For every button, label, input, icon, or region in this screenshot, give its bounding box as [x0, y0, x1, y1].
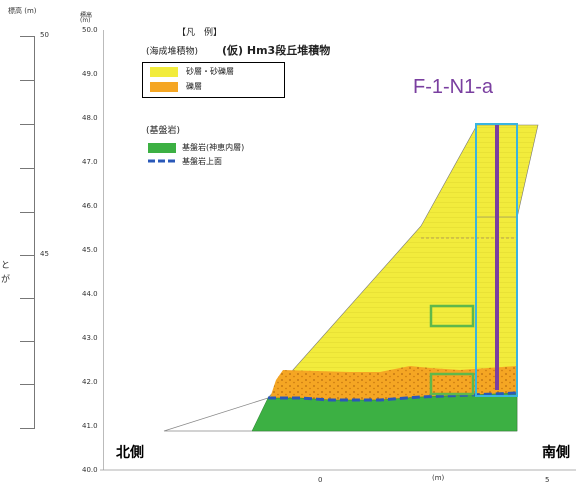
legend-sand-label: 砂層・砂礫層 [186, 67, 234, 76]
main-axis-tick: 44.0 [82, 290, 98, 298]
left-scale-axis [34, 36, 35, 428]
legend-marine-name: (仮) Hm3段丘堆積物 [222, 44, 331, 57]
legend-bedrock-line-label: 基盤岩上面 [182, 157, 222, 166]
legend-gravel-swatch [150, 82, 178, 92]
legend-gravel-label: 礫層 [186, 82, 202, 91]
left-scale-label-45: 45 [40, 250, 49, 258]
main-axis-tick: 45.0 [82, 246, 98, 254]
legend-bedrock-heading: (基盤岩) [146, 126, 181, 136]
main-axis-title-line2: (m) [80, 17, 91, 24]
main-axis-tick: 41.0 [82, 422, 98, 430]
bedrock-layer [251, 392, 518, 432]
legend-bedrock-swatch [148, 143, 176, 153]
legend-title: 【凡 例】 [177, 28, 223, 38]
x-axis-label-5: 5 [545, 476, 550, 484]
main-axis-tick: 50.0 [82, 26, 98, 34]
legend-bedrock-line-swatch [148, 159, 178, 163]
main-axis-tick: 47.0 [82, 158, 98, 166]
main-axis-tick: 49.0 [82, 70, 98, 78]
main-axis-tick: 43.0 [82, 334, 98, 342]
section-id: F-1-N1-a [413, 76, 494, 98]
main-axis-tick: 46.0 [82, 202, 98, 210]
side-text-1: と [1, 261, 11, 271]
side-text-2: が [1, 275, 11, 285]
sample-box-upper [429, 304, 475, 328]
main-axis-line [103, 30, 104, 470]
x-axis-label-0: 0 [318, 476, 323, 484]
legend-marine-heading: (海成堆積物) [146, 47, 199, 57]
north-label: 北側 [116, 445, 144, 461]
main-axis-tick: 40.0 [82, 466, 98, 474]
legend-box [142, 62, 285, 98]
bedrock-top-line [268, 391, 518, 402]
sample-box-lower [429, 372, 475, 396]
legend-bedrock-label: 基盤岩(神恵内層) [182, 143, 245, 152]
boring-frame [475, 123, 518, 397]
legend-sand-swatch [150, 67, 178, 77]
main-axis-tick: 42.0 [82, 378, 98, 386]
x-axis-unit: (m) [432, 474, 445, 482]
main-axis-tick: 48.0 [82, 114, 98, 122]
south-label: 南側 [542, 445, 570, 461]
main-axis-title-line1: 標高 [80, 12, 93, 19]
left-scale-title: 標高 (m) [8, 7, 37, 15]
left-scale-label-50: 50 [40, 31, 49, 39]
